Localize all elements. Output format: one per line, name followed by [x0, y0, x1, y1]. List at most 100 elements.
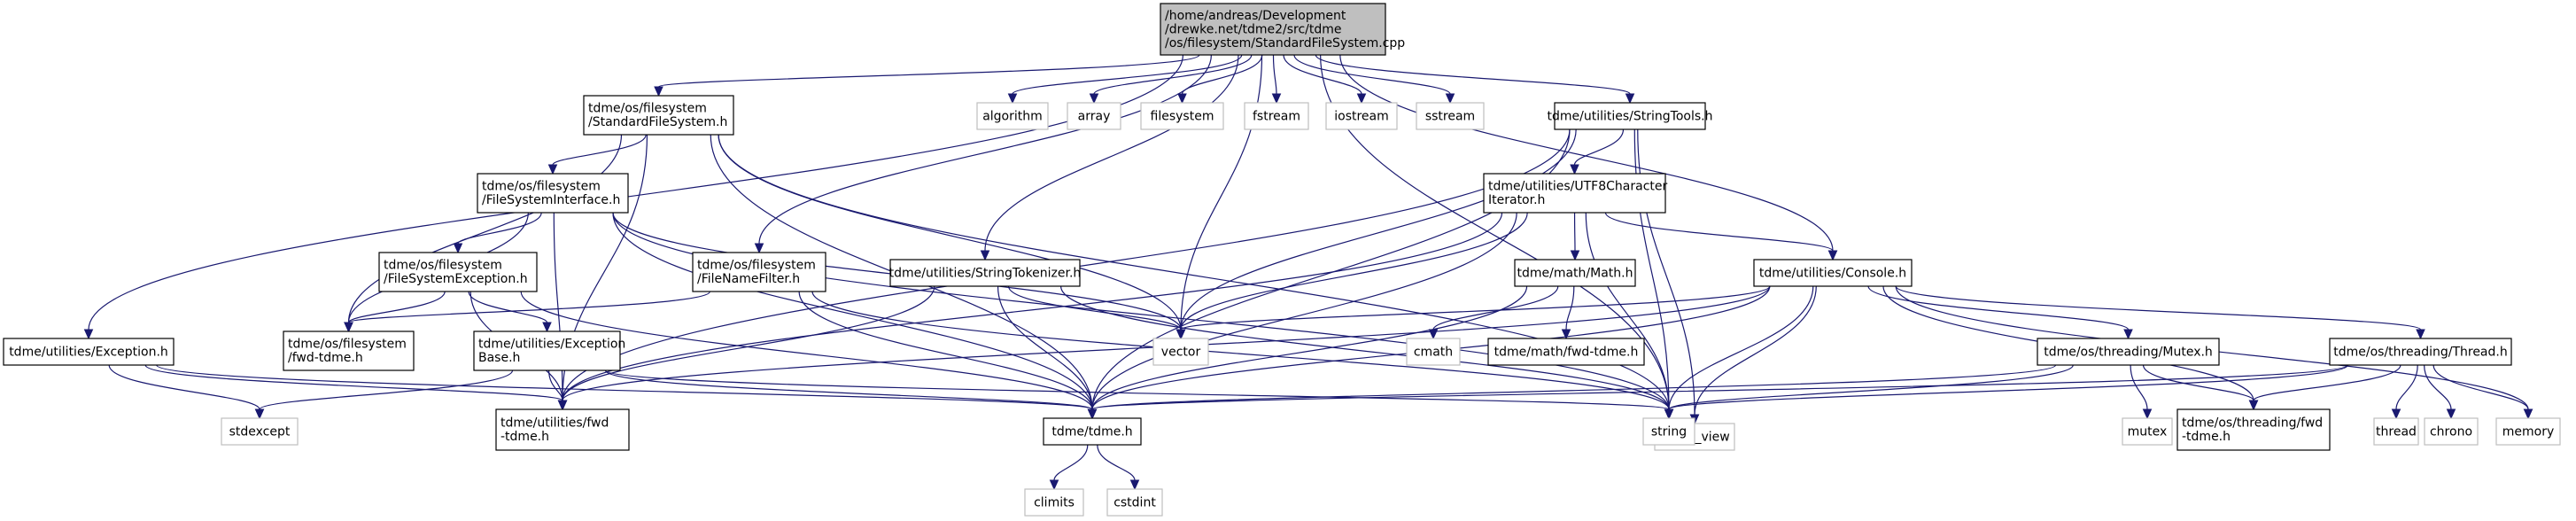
edge-thread_h-to-threadfwd — [2253, 364, 2401, 401]
edge-fnfilter-to-fsfwd — [347, 291, 710, 323]
node-box — [1483, 173, 1666, 214]
node-tdme-os-filesystem-filenamefilter-h[interactable]: tdme/os/filesystem/FileNameFilter.h — [692, 252, 826, 292]
edge-tdme_h-to-cstdint — [1097, 444, 1136, 481]
node-cmath[interactable]: cmath — [1406, 338, 1461, 366]
node-box — [1325, 102, 1398, 130]
node-box — [889, 259, 1081, 287]
node-tdme-utilities-console-h[interactable]: tdme/utilities/Console.h — [1753, 259, 1913, 287]
edge-arrowhead — [654, 86, 663, 97]
node-stdexcept[interactable]: stdexcept — [221, 417, 299, 446]
edge-thread_h-to-chrono — [2424, 364, 2452, 410]
node-tdme-os-filesystem-standardfilesystem-h[interactable]: tdme/os/filesystem/StandardFileSystem.h — [583, 95, 734, 136]
node-box — [692, 252, 826, 292]
node-label: tdme/os/threading/Mutex.h — [2044, 345, 2213, 359]
edge-arrowhead — [254, 408, 265, 420]
edge-root-to-array — [1093, 54, 1253, 95]
edge-fsiface-to-fsexc — [457, 212, 542, 245]
node-box — [976, 102, 1049, 130]
node-label: tdme/os/filesystem — [288, 338, 407, 352]
node-tdme-math-math-h[interactable]: tdme/math/Math.h — [1514, 259, 1636, 287]
edge-fsiface-to-tdme_h — [612, 212, 1093, 410]
node-fstream[interactable]: fstream — [1244, 102, 1309, 130]
node-tdme-os-filesystem-filesystemexception-h[interactable]: tdme/os/filesystem/FileSystemException.h — [378, 252, 538, 292]
node-label: memory — [2502, 424, 2555, 439]
node-iostream[interactable]: iostream — [1325, 102, 1398, 130]
edge-arrowhead — [1089, 93, 1099, 105]
node-tdme-os-filesystem-fwd-tdme-h[interactable]: tdme/os/filesystem/fwd-tdme.h — [283, 330, 415, 371]
node-box — [1514, 259, 1636, 287]
node-climits[interactable]: climits — [1024, 488, 1084, 517]
edge-arrowhead — [1561, 329, 1571, 340]
node-tdme-utilities-fwd-tdme-h[interactable]: tdme/utilities/fwd-tdme.h — [495, 408, 630, 451]
edge-stdfs-to-fsfwd — [347, 134, 623, 323]
edge-root-to-console — [1339, 54, 1834, 252]
node-filesystem[interactable]: filesystem — [1140, 102, 1224, 130]
node-tdme-utilities-stringtools-h[interactable]: tdme/utilities/StringTools.h — [1548, 102, 1713, 130]
edge-strtools-to-utf8 — [1573, 128, 1625, 166]
edge-console-to-mutex_h — [1867, 285, 2130, 330]
node-tdme-utilities-stringtokenizer-h[interactable]: tdme/utilities/StringTokenizer.h — [889, 259, 1082, 287]
node-box — [1067, 102, 1121, 130]
edge-thread_h-to-memory — [2432, 364, 2529, 410]
node-tdme-utilities-exception-h[interactable]: tdme/utilities/Exception.h — [3, 338, 175, 366]
node-box — [378, 252, 538, 292]
node-label: /drewke.net/tdme2/src/tdme — [1165, 22, 1342, 36]
edge-utf8-to-string — [1585, 212, 1670, 410]
node-chrono[interactable]: chrono — [2424, 417, 2479, 446]
edge-stdfs-to-fsiface — [552, 134, 647, 166]
node-sstream[interactable]: sstream — [1416, 102, 1485, 130]
node-box — [1024, 488, 1084, 517]
node-tdme-os-threading-mutex-h[interactable]: tdme/os/threading/Mutex.h — [2037, 338, 2220, 366]
node-box — [1487, 338, 1645, 366]
node-box — [1043, 417, 1142, 446]
edge-arrowhead — [980, 250, 990, 261]
edge-math-to-cmath — [1432, 285, 1559, 330]
node-tdme-os-threading-thread-h[interactable]: tdme/os/threading/Thread.h — [2329, 338, 2512, 366]
edge-arrowhead — [453, 243, 463, 254]
edge-strtok-to-string — [1060, 285, 1670, 410]
edge-arrowhead — [2446, 408, 2456, 420]
edge-arrowhead — [1007, 93, 1018, 105]
edge-excbase-to-string — [604, 369, 1670, 410]
node-label: tdme/math/fwd-tdme.h — [1494, 345, 1639, 359]
edge-mutex_h-to-tdme_h — [1091, 364, 2057, 410]
edge-utf8-to-console — [1604, 212, 1834, 252]
node-string[interactable]: string — [1642, 417, 1695, 446]
node-tdme-tdme-h[interactable]: tdme/tdme.h — [1043, 417, 1142, 446]
edge-thread_h-to-tdme_h — [1091, 364, 2349, 410]
edge-strtok-to-tdme_h — [997, 285, 1093, 410]
node-label: /fwd-tdme.h — [288, 351, 363, 365]
edge-arrowhead — [1129, 479, 1140, 491]
node-array[interactable]: array — [1067, 102, 1121, 130]
node-tdme-os-filesystem-filesysteminterface-h[interactable]: tdme/os/filesystem/FileSystemInterface.h — [477, 173, 629, 214]
node-tdme-os-threading-fwd-tdme-h[interactable]: tdme/os/threading/fwd-tdme.h — [2176, 408, 2331, 451]
node-home-andreas-development-drewke-net-tdme2-src-tdme-os-filesystem-standardfilesystem-cpp[interactable]: /home/andreas/Development/drewke.net/tdm… — [1160, 3, 1405, 56]
edge-arrowhead — [1356, 93, 1367, 105]
edge-mutex_h-to-mutex — [2130, 364, 2148, 410]
node-mutex[interactable]: mutex — [2122, 417, 2173, 446]
node-label: -tdme.h — [500, 430, 549, 444]
node-tdme-math-fwd-tdme-h[interactable]: tdme/math/fwd-tdme.h — [1487, 338, 1645, 366]
node-memory[interactable]: memory — [2495, 417, 2561, 446]
node-label: vector — [1161, 345, 1201, 359]
node-label: chrono — [2430, 424, 2472, 439]
edge-fsiface-to-utilfwd — [553, 212, 563, 401]
node-box — [2176, 408, 2331, 451]
node-cstdint[interactable]: cstdint — [1106, 488, 1163, 517]
edge-fnfilter-to-tdme_h — [798, 291, 1093, 410]
node-box — [495, 408, 630, 451]
node-label: cmath — [1414, 345, 1453, 359]
node-thread[interactable]: thread — [2373, 417, 2419, 446]
node-label: string — [1651, 424, 1687, 439]
edge-root-to-algorithm — [1012, 54, 1243, 95]
node-algorithm[interactable]: algorithm — [976, 102, 1049, 130]
edge-fsexc-to-excbase — [468, 291, 548, 323]
node-label: stdexcept — [229, 424, 291, 439]
node-label: tdme/os/threading/fwd — [2182, 416, 2323, 431]
edge-arrowhead — [1049, 479, 1059, 491]
edge-root-to-vector — [1180, 54, 1263, 330]
edge-arrowhead — [1570, 164, 1579, 175]
node-vector[interactable]: vector — [1152, 338, 1209, 366]
